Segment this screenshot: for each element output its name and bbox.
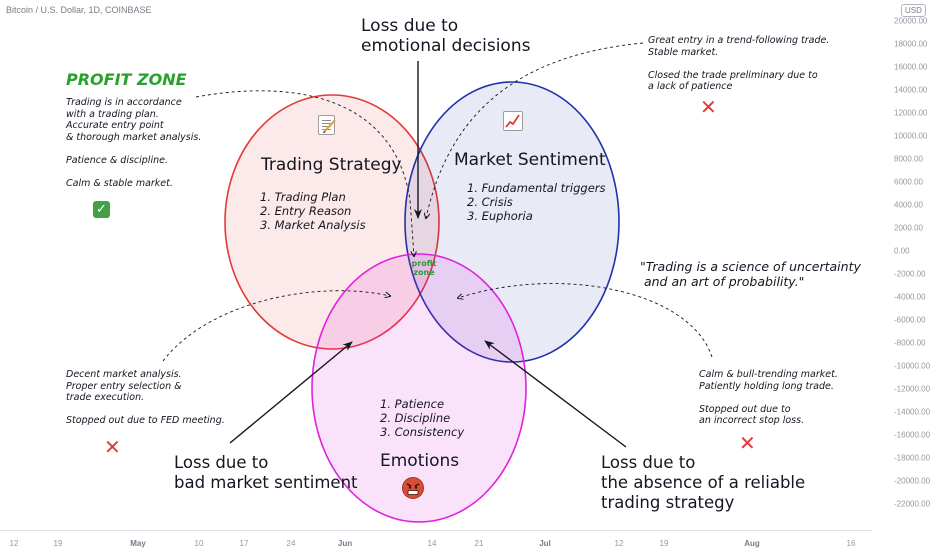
price-axis-label: 8000.00 [894, 154, 923, 164]
market-sentiment-title: Market Sentiment [454, 150, 606, 170]
price-axis[interactable]: 20000.00 18000.00 16000.00 14000.00 12000.00… [872, 0, 932, 530]
price-axis-label: 14000.00 [894, 85, 928, 95]
price-axis-label: -20000.00 [894, 476, 931, 486]
profit-zone-dashed-arrow [195, 90, 414, 256]
time-axis-label: 21 [474, 539, 484, 548]
memo-icon [318, 115, 336, 135]
cross-icon-top-right: ✕ [700, 95, 717, 119]
price-axis-label: 16000.00 [894, 62, 928, 72]
top-right-notes: Great entry in a trend-following trade. … [648, 35, 830, 92]
profit-zone-title: PROFIT ZONE [66, 70, 187, 89]
time-axis-label: Aug [744, 539, 760, 548]
time-axis-label: 16 [846, 539, 856, 548]
time-axis-label: 19 [659, 539, 669, 548]
strategy-loss-arrow [484, 340, 627, 448]
bottom-right-notes: Calm & bull-trending market. Patiently h… [699, 369, 838, 426]
currency-button[interactable]: USD [901, 4, 926, 17]
price-axis-label: -16000.00 [894, 430, 931, 440]
cross-icon-bottom-right: ✕ [739, 431, 756, 455]
profit-zone-center-label: profit zone [411, 259, 437, 277]
emotions-list: 1. Patience 2. Discipline 3. Consistency [380, 397, 465, 439]
emotions-title: Emotions [380, 451, 460, 471]
profit-zone-notes: Trading is in accordance with a trading … [66, 97, 202, 189]
price-axis-label: 18000.00 [894, 39, 928, 49]
time-axis-label: Jul [539, 539, 551, 548]
price-axis-label: 20000.00 [894, 16, 928, 26]
time-axis-label: 12 [9, 539, 19, 548]
bottom-left-dashed-arrow [162, 290, 390, 362]
price-axis-label: 0.00 [894, 246, 910, 256]
time-axis-label: 10 [194, 539, 204, 548]
time-axis-label: 24 [286, 539, 296, 548]
trading-quote: "Trading is a science of uncertainty and… [640, 259, 861, 289]
check-icon: ✓ [93, 201, 110, 218]
price-axis-label: 4000.00 [894, 200, 923, 210]
emotional-loss-label: Loss due to emotional decisions [361, 16, 531, 56]
strategy-loss-label: Loss due to the absence of a reliable tr… [601, 453, 806, 512]
cross-icon-bottom-left: ✕ [104, 435, 121, 459]
emotions-circle [311, 253, 527, 523]
venn-diagram [162, 42, 713, 523]
sentiment-loss-label: Loss due to bad market sentiment [174, 453, 358, 492]
time-axis-label: May [130, 539, 146, 548]
price-axis-label: -8000.00 [894, 338, 926, 348]
price-axis-label: -4000.00 [894, 292, 926, 302]
price-axis-label: -2000.00 [894, 269, 926, 279]
price-axis-label: -10000.00 [894, 361, 931, 371]
angry-face-icon [402, 477, 424, 499]
price-axis-label: -12000.00 [894, 384, 931, 394]
time-axis-label: 12 [614, 539, 624, 548]
chart-increasing-icon [503, 111, 523, 131]
price-axis-label: 6000.00 [894, 177, 923, 187]
time-axis-label: 19 [53, 539, 63, 548]
price-axis-label: -22000.00 [894, 499, 931, 509]
trading-strategy-list: 1. Trading Plan 2. Entry Reason 3. Marke… [260, 190, 366, 232]
top-right-dashed-arrow [426, 42, 644, 218]
time-axis-label: 17 [239, 539, 249, 548]
price-axis-label: -18000.00 [894, 453, 931, 463]
price-axis-label: 12000.00 [894, 108, 928, 118]
price-axis-label: 2000.00 [894, 223, 923, 233]
price-axis-label: -14000.00 [894, 407, 931, 417]
sentiment-loss-arrow [229, 341, 353, 444]
price-axis-label: -6000.00 [894, 315, 926, 325]
time-axis-label: Jun [337, 539, 353, 548]
bottom-left-notes: Decent market analysis. Proper entry sel… [66, 369, 225, 426]
price-axis-label: 10000.00 [894, 131, 928, 141]
trading-strategy-title: Trading Strategy [261, 155, 402, 175]
trading-strategy-circle [224, 94, 440, 350]
chart-symbol-title: Bitcoin / U.S. Dollar, 1D, COINBASE [6, 5, 152, 15]
market-sentiment-list: 1. Fundamental triggers 2. Crisis 3. Eup… [467, 181, 606, 223]
time-axis-label: 14 [427, 539, 437, 548]
time-axis[interactable]: 12 19 May 10 17 24 Jun 14 21 Jul 12 19 Aug 16 [0, 530, 872, 551]
